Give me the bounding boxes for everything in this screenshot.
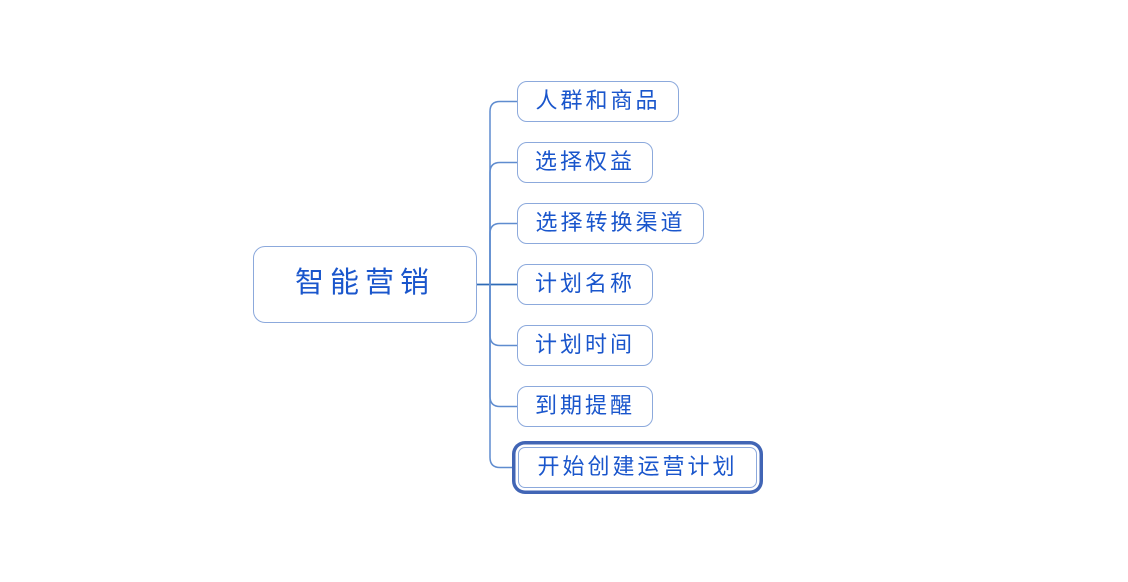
mindmap-node-expiry-reminder[interactable]: 到期提醒: [517, 386, 653, 427]
mindmap-node-plan-name[interactable]: 计划名称: [517, 264, 653, 305]
mindmap-node-audience-and-products[interactable]: 人群和商品: [517, 81, 679, 122]
mindmap-node-select-conversion-channel[interactable]: 选择转换渠道: [517, 203, 704, 244]
mindmap-node-plan-time[interactable]: 计划时间: [517, 325, 653, 366]
mindmap-node-select-benefits[interactable]: 选择权益: [517, 142, 653, 183]
mindmap-node-start-create-operation-plan[interactable]: 开始创建运营计划: [518, 447, 757, 488]
connector-branch-5: [489, 284, 517, 347]
connector-branch-2: [489, 161, 517, 285]
connector-branch-7: [489, 284, 512, 469]
connector-branch-3: [489, 222, 517, 285]
connector-branch-1: [489, 100, 517, 285]
mindmap-root-node[interactable]: 智能营销: [253, 246, 477, 323]
